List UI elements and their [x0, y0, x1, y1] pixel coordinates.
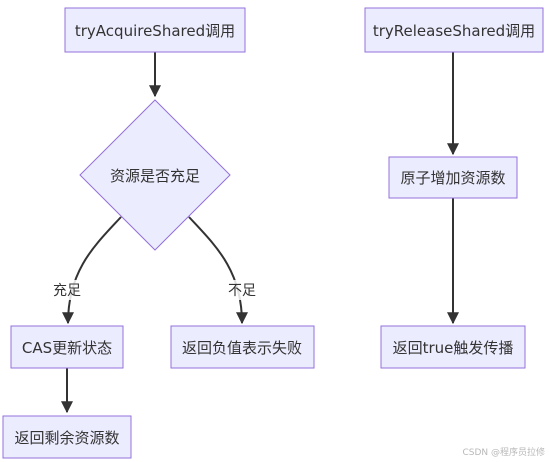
node-atomic-increase-label: 原子增加资源数	[400, 169, 505, 187]
node-acquire-call-label: tryAcquireShared调用	[75, 22, 235, 40]
node-acquire-call: tryAcquireShared调用	[64, 7, 246, 53]
node-atomic-increase: 原子增加资源数	[388, 156, 518, 199]
edge-check-to-cas	[62, 216, 122, 325]
node-cas-update-label: CAS更新状态	[22, 339, 112, 357]
edge-label-sufficient: 充足	[53, 283, 81, 299]
node-return-true-label: 返回true触发传播	[393, 339, 514, 357]
node-resource-check: 资源是否充足	[79, 99, 231, 251]
node-return-failure: 返回负值表示失败	[170, 325, 315, 369]
watermark-text: CSDN @程序员拉修	[462, 446, 545, 458]
edge-label-insufficient: 不足	[228, 283, 256, 299]
node-cas-update: CAS更新状态	[10, 325, 124, 369]
edge-check-to-failure	[188, 216, 248, 325]
node-release-call-label: tryReleaseShared调用	[373, 22, 535, 40]
node-return-failure-label: 返回负值表示失败	[182, 339, 302, 357]
node-resource-check-label: 资源是否充足	[110, 167, 200, 185]
node-release-call: tryReleaseShared调用	[364, 7, 544, 53]
node-return-true: 返回true触发传播	[380, 325, 526, 369]
node-return-remaining-label: 返回剩余资源数	[14, 429, 119, 447]
node-return-remaining: 返回剩余资源数	[2, 415, 132, 459]
